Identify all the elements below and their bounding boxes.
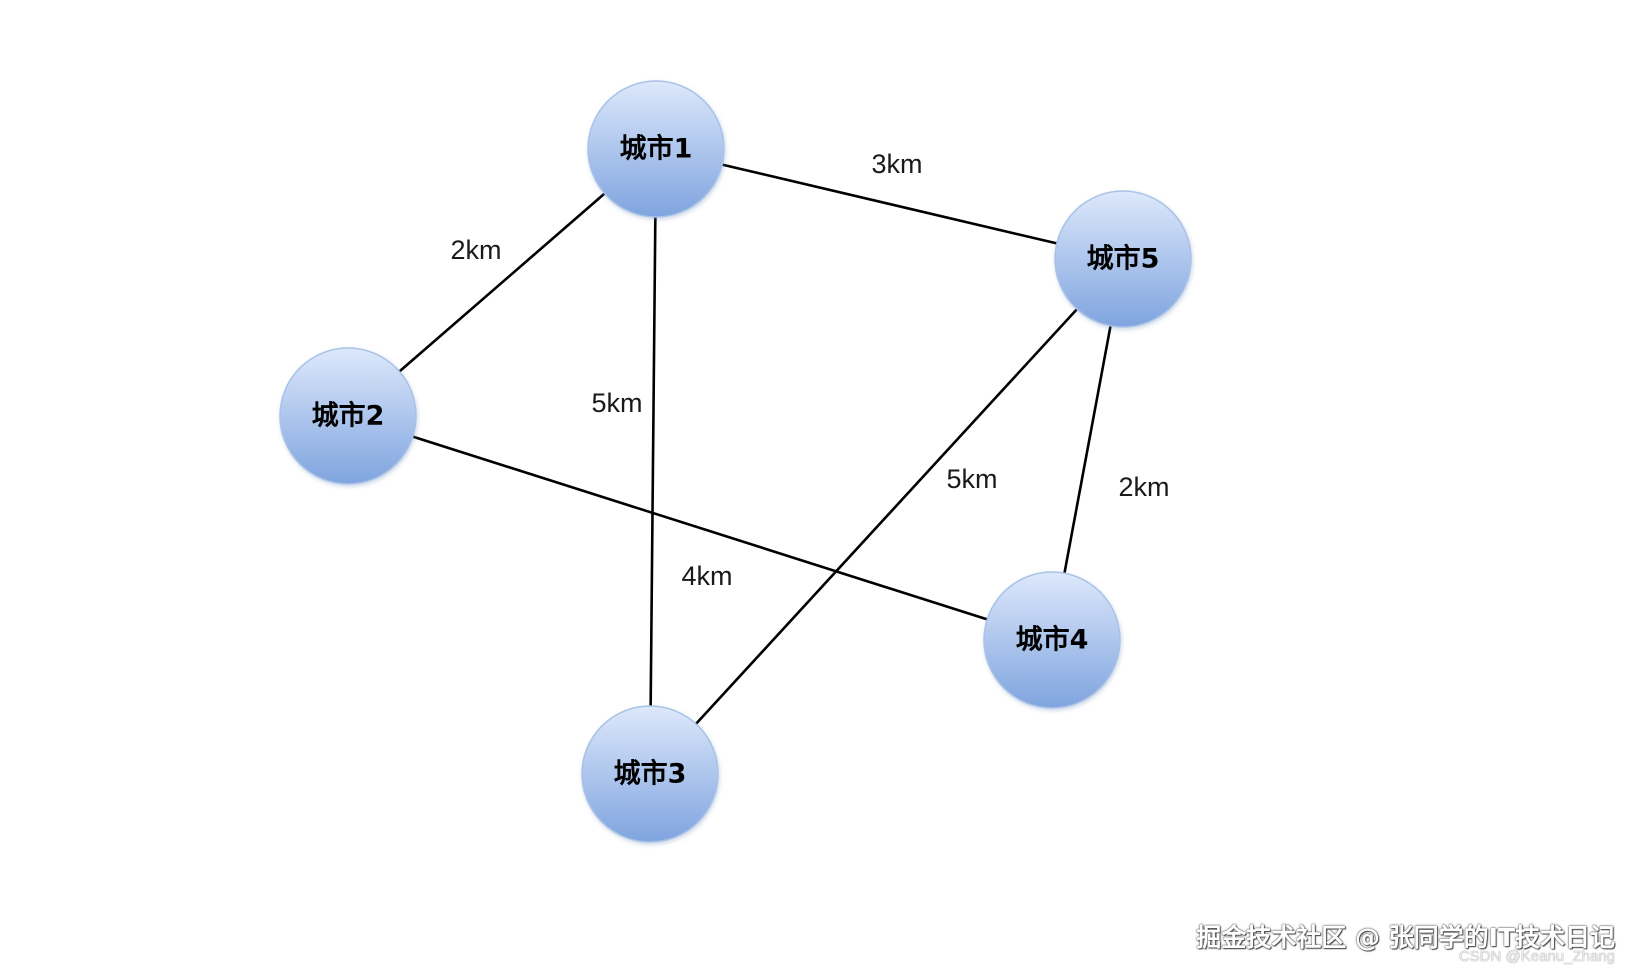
edge-city5-city4: [1063, 325, 1112, 574]
edge-label-city1-city5: 3km: [871, 149, 922, 179]
node-circle-city1: [587, 80, 725, 218]
edges-layer: [398, 163, 1112, 725]
node-city2: 城市2: [279, 347, 417, 485]
edge-city1-city2: [398, 192, 606, 373]
nodes-layer: 城市1 城市2 城市3 城市4 城市5: [279, 80, 1192, 843]
edge-city5-city3: [695, 308, 1078, 725]
edge-label-city1-city3: 5km: [591, 388, 642, 418]
edge-labels-layer: 2km 3km 5km 5km 2km 4km: [450, 149, 1169, 591]
edge-label-city5-city4: 2km: [1118, 472, 1169, 502]
node-label-city2: 城市2: [312, 400, 385, 432]
node-city4: 城市4: [983, 571, 1121, 709]
node-city5: 城市5: [1054, 190, 1192, 328]
node-circle-city4: [983, 571, 1121, 709]
node-circle-city3: [581, 705, 719, 843]
node-city1: 城市1: [587, 80, 725, 218]
edge-city1-city5: [721, 163, 1058, 245]
edge-city2-city4: [412, 435, 988, 621]
node-label-city1: 城市1: [620, 133, 693, 165]
node-circle-city5: [1054, 190, 1192, 328]
node-circle-city2: [279, 347, 417, 485]
edge-label-city1-city2: 2km: [450, 235, 501, 265]
node-city3: 城市3: [581, 705, 719, 843]
watermark-juejin: 掘金技术社区 @ 张同学的IT技术日记: [1196, 923, 1615, 952]
edge-label-city2-city4: 4km: [681, 561, 732, 591]
watermark-csdn: CSDN @Keanu_Zhang: [1458, 948, 1615, 965]
edge-city1-city3: [649, 216, 657, 707]
node-label-city4: 城市4: [1016, 624, 1089, 656]
node-label-city5: 城市5: [1087, 243, 1160, 275]
node-label-city3: 城市3: [614, 758, 687, 790]
edge-label-city5-city3: 5km: [946, 464, 997, 494]
